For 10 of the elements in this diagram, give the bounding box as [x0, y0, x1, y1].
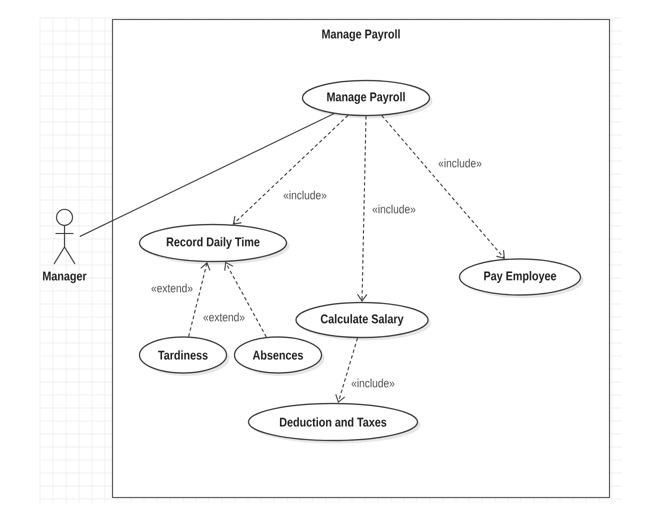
- dashed-arrow: [335, 338, 358, 403]
- dashed-arrow: [357, 116, 368, 302]
- association-line: [79, 113, 334, 237]
- dashed-arrow: [188, 262, 210, 338]
- dashed-arrow: [232, 114, 349, 225]
- dashed-arrow: [381, 115, 505, 259]
- dashed-arrow: [224, 262, 267, 338]
- edge-label: «extend»: [202, 311, 246, 323]
- edge-label: «extend»: [150, 282, 194, 294]
- actor: Manager: [43, 208, 86, 284]
